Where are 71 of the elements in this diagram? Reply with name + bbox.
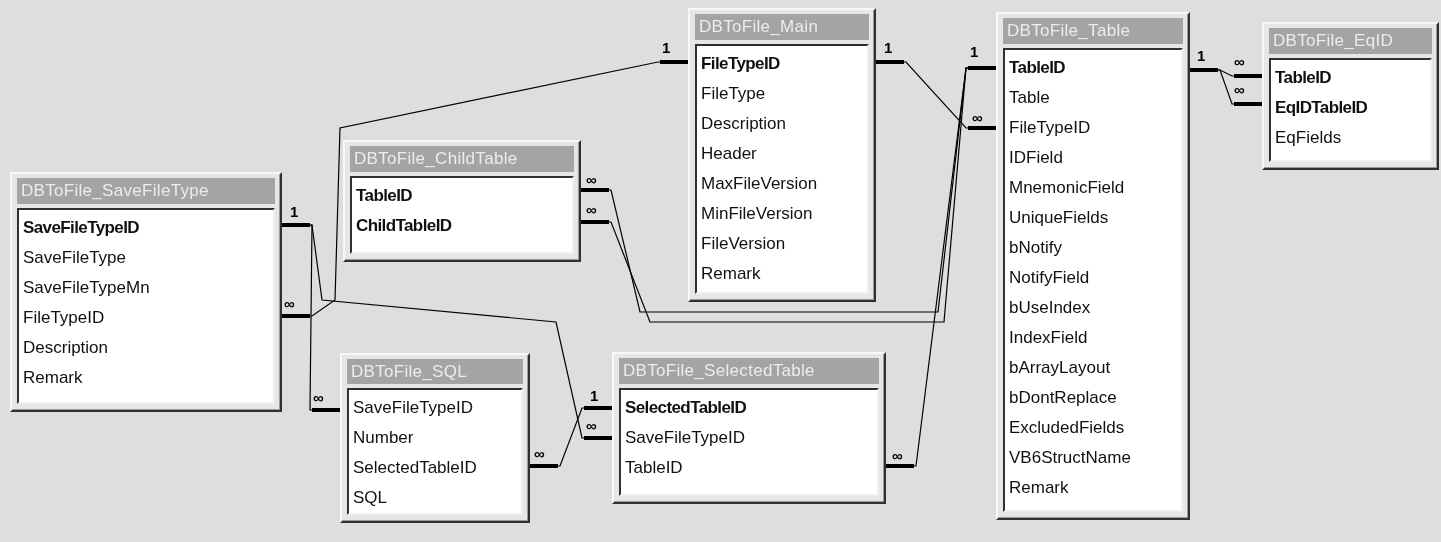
table-title: DBToFile_ChildTable <box>350 146 574 172</box>
table-box <box>688 8 876 302</box>
field-name: ExcludedFields <box>1008 417 1125 439</box>
cardinality-mark: ∞ <box>972 110 983 126</box>
field-name: SaveFileTypeID <box>352 397 473 419</box>
field-name: MinFileVersion <box>700 203 813 225</box>
cardinality-mark: 1 <box>884 40 893 56</box>
table-title: DBToFile_EqID <box>1269 28 1432 54</box>
field-name: Table <box>1008 87 1050 109</box>
field-name: EqIDTableID <box>1274 97 1368 119</box>
cardinality-mark: ∞ <box>534 446 545 462</box>
field-name: FileTypeID <box>700 53 780 75</box>
field-name: SaveFileType <box>22 247 126 269</box>
field-name: SelectedTableID <box>624 397 747 419</box>
field-name: bArrayLayout <box>1008 357 1111 379</box>
field-name: Description <box>22 337 109 359</box>
cardinality-mark: 1 <box>590 388 599 404</box>
cardinality-mark: ∞ <box>313 390 324 406</box>
field-name: Remark <box>22 367 83 389</box>
cardinality-mark: ∞ <box>892 448 903 464</box>
field-name: SaveFileTypeMn <box>22 277 150 299</box>
field-name: Number <box>352 427 414 449</box>
field-name: SelectedTableID <box>352 457 477 479</box>
table-title: DBToFile_SelectedTable <box>619 358 879 384</box>
field-name: bNotify <box>1008 237 1062 259</box>
cardinality-mark: ∞ <box>1234 82 1245 98</box>
table-title: DBToFile_SQL <box>347 359 523 384</box>
field-name: TableID <box>1274 67 1331 89</box>
field-name: SaveFileTypeID <box>22 217 139 239</box>
table-box <box>996 12 1190 520</box>
field-name: Remark <box>700 263 761 285</box>
field-name: FileType <box>700 83 766 105</box>
table-box <box>1262 22 1439 170</box>
cardinality-mark: ∞ <box>1234 54 1245 70</box>
table-title: DBToFile_SaveFileType <box>17 178 275 204</box>
cardinality-mark: 1 <box>290 204 299 220</box>
table-box <box>343 140 581 262</box>
field-name: MnemonicField <box>1008 177 1125 199</box>
field-name: VB6StructName <box>1008 447 1131 469</box>
field-name: EqFields <box>1274 127 1342 149</box>
field-name: FileVersion <box>700 233 786 255</box>
cardinality-mark: ∞ <box>586 172 597 188</box>
field-name: IndexField <box>1008 327 1088 349</box>
field-name: Description <box>700 113 787 135</box>
field-name: UniqueFields <box>1008 207 1109 229</box>
field-name: IDField <box>1008 147 1063 169</box>
cardinality-mark: ∞ <box>586 418 597 434</box>
cardinality-mark: 1 <box>662 40 671 56</box>
field-name: Header <box>700 143 757 165</box>
field-name: FileTypeID <box>22 307 105 329</box>
table-box <box>340 353 530 523</box>
field-name: TableID <box>1008 57 1065 79</box>
field-name: TableID <box>624 457 683 479</box>
table-box <box>612 352 886 504</box>
field-name: NotifyField <box>1008 267 1090 289</box>
field-name: SaveFileTypeID <box>624 427 745 449</box>
field-name: FileTypeID <box>1008 117 1091 139</box>
field-name: bDontReplace <box>1008 387 1117 409</box>
field-name: SQL <box>352 487 388 509</box>
cardinality-mark: 1 <box>970 44 979 60</box>
field-name: Remark <box>1008 477 1069 499</box>
cardinality-mark: ∞ <box>284 296 295 312</box>
field-name: TableID <box>355 185 412 207</box>
cardinality-mark: 1 <box>1197 48 1206 64</box>
table-box <box>10 172 282 412</box>
table-title: DBToFile_Table <box>1003 18 1183 44</box>
field-name: bUseIndex <box>1008 297 1091 319</box>
table-title: DBToFile_Main <box>695 14 869 40</box>
cardinality-mark: ∞ <box>586 202 597 218</box>
field-name: ChildTableID <box>355 215 452 237</box>
field-name: MaxFileVersion <box>700 173 818 195</box>
